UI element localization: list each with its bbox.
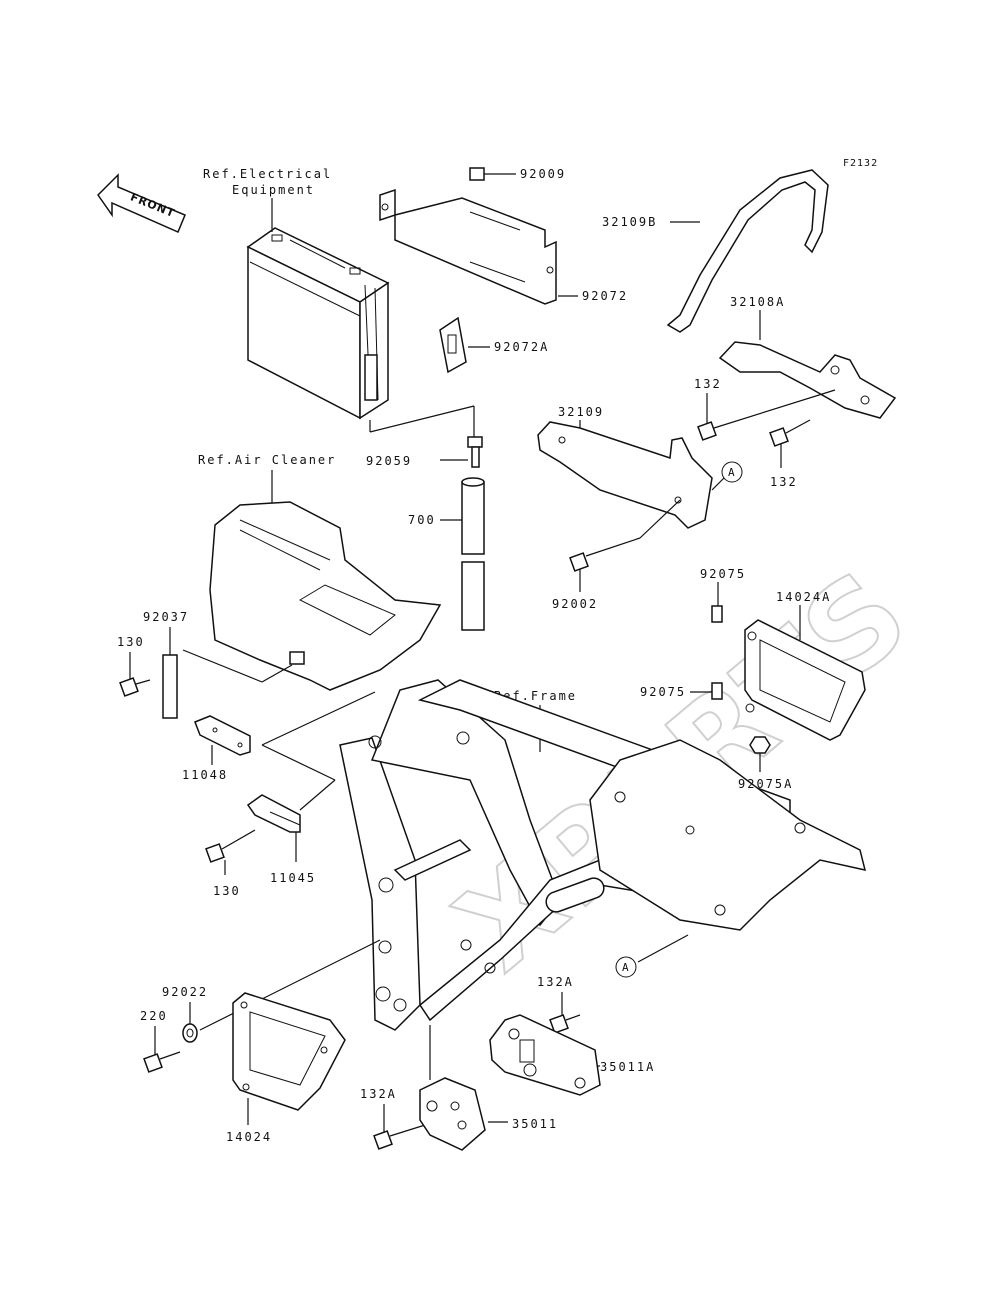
- callout-marker: [615, 956, 637, 978]
- frame: [339, 679, 867, 1031]
- front-arrow-icon: FRONT: [97, 173, 186, 233]
- part-132-right: 132: [770, 475, 798, 489]
- bolt-icon: [549, 1014, 581, 1034]
- callout-marker: [721, 461, 743, 483]
- breather-tube: [461, 477, 485, 631]
- part-35011A: 35011A: [600, 1060, 655, 1074]
- part-14024: 14024: [226, 1130, 272, 1144]
- fitting-icon: [467, 436, 483, 468]
- nut-icon: [749, 736, 771, 754]
- rubber-pad: [439, 316, 467, 374]
- bolt-icon: [569, 499, 681, 572]
- engine-mount-35011: [419, 1077, 486, 1151]
- bracket-11045: [246, 794, 301, 833]
- bolt-icon: [143, 1051, 181, 1073]
- grommet-icon: [711, 682, 723, 700]
- bracket-11048: [194, 715, 251, 756]
- part-132A-bottom: 132A: [360, 1087, 397, 1101]
- bolt-icon: [711, 605, 723, 623]
- part-11045: 11045: [270, 871, 316, 885]
- air-cleaner-case: [209, 501, 442, 691]
- bolt-icon: [469, 167, 516, 181]
- part-130-bottom: 130: [213, 884, 241, 898]
- bolt-icon: [373, 1124, 426, 1150]
- part-92075-top: 92075: [700, 567, 746, 581]
- callout-a-top: A: [728, 466, 735, 479]
- part-92022: 92022: [162, 985, 208, 999]
- holder-left: [537, 421, 713, 529]
- engine-mount-35011A: [489, 1014, 601, 1096]
- holder-right: [718, 341, 897, 419]
- bolt-icon: [697, 389, 836, 441]
- callout-a-bottom: A: [622, 961, 629, 974]
- part-92075A: 92075A: [738, 777, 793, 791]
- part-92002: 92002: [552, 597, 598, 611]
- part-92059: 92059: [366, 454, 412, 468]
- part-130-top: 130: [117, 635, 145, 649]
- side-cover-right: [744, 619, 866, 741]
- part-14024A: 14024A: [776, 590, 831, 604]
- battery: [246, 227, 390, 420]
- rubber-strap: [162, 654, 178, 719]
- washer-icon: [182, 1023, 198, 1043]
- part-32109: 32109: [558, 405, 604, 419]
- strap: [666, 169, 829, 333]
- part-35011: 35011: [512, 1117, 558, 1131]
- bolt-icon: [205, 829, 256, 863]
- part-32109B: 32109B: [602, 215, 657, 229]
- part-92075-mid: 92075: [640, 685, 686, 699]
- bolt-icon: [119, 677, 151, 697]
- ref-electrical-line2: Equipment: [232, 183, 315, 197]
- part-132-left: 132: [694, 377, 722, 391]
- part-92037: 92037: [143, 610, 189, 624]
- ref-electrical-line1: Ref.Electrical: [203, 167, 332, 181]
- part-92009: 92009: [520, 167, 566, 181]
- figure-code: F2132: [843, 158, 878, 169]
- part-92072A: 92072A: [494, 340, 549, 354]
- part-132A-top: 132A: [537, 975, 574, 989]
- part-11048: 11048: [182, 768, 228, 782]
- bolt-icon: [769, 419, 811, 447]
- part-92072: 92072: [582, 289, 628, 303]
- ref-air-cleaner: Ref.Air Cleaner: [198, 453, 336, 467]
- part-32108A: 32108A: [730, 295, 785, 309]
- part-700: 700: [408, 513, 436, 527]
- side-cover-left: [232, 992, 346, 1111]
- part-220: 220: [140, 1009, 168, 1023]
- battery-bracket: [379, 188, 557, 305]
